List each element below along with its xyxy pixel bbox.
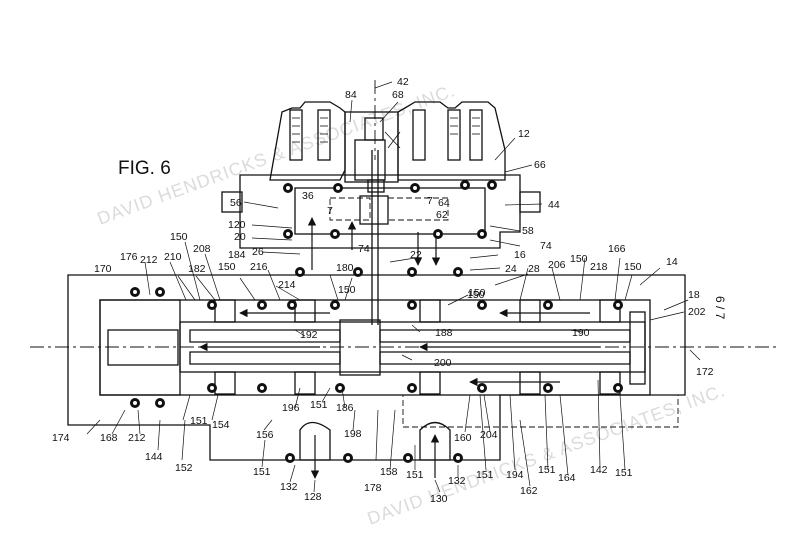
ref-180: 180 (336, 262, 354, 274)
ref-150b: 150 (624, 261, 642, 273)
watermark-upper: DAVID HENDRICKS & ASSOCIATES, INC. (95, 80, 458, 229)
ref-208: 208 (193, 243, 211, 255)
ref-160: 160 (454, 432, 472, 444)
ref-212a: 212 (140, 254, 158, 266)
ref-204: 204 (480, 429, 498, 441)
ref-150c: 150 (170, 231, 188, 243)
ref-184: 184 (228, 249, 246, 261)
ref-130: 130 (430, 493, 448, 505)
ref-132a: 132 (280, 481, 298, 493)
ref-212b: 212 (128, 432, 146, 444)
ref-194: 194 (506, 469, 524, 481)
ref-150f: 150 (467, 289, 485, 301)
ref-162: 162 (520, 485, 538, 497)
ref-68: 68 (392, 89, 404, 101)
ref-64: 64 (438, 197, 450, 209)
ref-150a: 150 (570, 253, 588, 265)
ref-18: 18 (688, 289, 700, 301)
ref-26: 26 (252, 246, 264, 258)
ref-192: 192 (300, 329, 318, 341)
valve-body-middle (221, 150, 541, 325)
ref-214: 214 (278, 279, 296, 291)
ref-176: 176 (120, 251, 138, 263)
pilot-housing (269, 101, 506, 193)
ref-210: 210 (164, 251, 182, 263)
ref-151g: 151 (615, 467, 633, 479)
o-rings-main-bore (130, 287, 623, 463)
reference-numerals: 42 84 68 12 66 44 56 36 7 7 64 62 58 120… (52, 76, 714, 505)
ref-188: 188 (435, 327, 453, 339)
ref-14: 14 (666, 256, 678, 268)
ref-152: 152 (175, 462, 193, 474)
ref-168: 168 (100, 432, 118, 444)
ref-151e: 151 (476, 469, 494, 481)
ref-172: 172 (696, 366, 714, 378)
ref-24: 24 (505, 263, 517, 275)
ref-158: 158 (380, 466, 398, 478)
ref-44: 44 (548, 199, 560, 211)
ref-42: 42 (397, 76, 409, 88)
ref-198: 198 (344, 428, 362, 440)
ref-20: 20 (234, 231, 246, 243)
ref-16: 16 (514, 249, 526, 261)
ref-190: 190 (572, 327, 590, 339)
ref-56: 56 (230, 197, 242, 209)
leader-lines (86, 81, 701, 493)
ref-128: 128 (304, 491, 322, 503)
ref-154: 154 (212, 419, 230, 431)
ref-74b: 74 (540, 240, 552, 252)
ref-151f: 151 (538, 464, 556, 476)
ref-74a: 74 (358, 243, 370, 255)
ref-150e: 150 (338, 284, 356, 296)
watermark-lower: DAVID HENDRICKS & ASSOCIATES, INC. (365, 380, 728, 529)
ref-151b: 151 (190, 415, 208, 427)
ref-144: 144 (145, 451, 163, 463)
ref-151a: 151 (310, 399, 328, 411)
ref-156: 156 (256, 429, 274, 441)
ref-151d: 151 (406, 469, 424, 481)
ref-7a: 7 (327, 205, 333, 217)
ref-200: 200 (434, 357, 452, 369)
ref-166: 166 (608, 243, 626, 255)
ref-132b: 132 (448, 475, 466, 487)
ref-62: 62 (436, 209, 448, 221)
ref-150d: 150 (218, 261, 236, 273)
ref-120: 120 (228, 219, 246, 231)
ref-36: 36 (302, 190, 314, 202)
ref-22: 22 (410, 249, 422, 261)
ref-28: 28 (528, 263, 540, 275)
o-rings-middle (283, 180, 497, 277)
ref-12: 12 (518, 128, 530, 140)
ref-58: 58 (522, 225, 534, 237)
ref-186: 186 (336, 402, 354, 414)
ref-196: 196 (282, 402, 300, 414)
ref-164: 164 (558, 472, 576, 484)
ref-206: 206 (548, 259, 566, 271)
ref-150g: 150 (468, 287, 486, 299)
sheet-number: 6 / 7 (713, 296, 727, 320)
figure-title: FIG. 6 (118, 158, 171, 179)
main-spool-body (67, 274, 686, 479)
ref-218: 218 (590, 261, 608, 273)
ref-66: 66 (534, 159, 546, 171)
ref-174: 174 (52, 432, 70, 444)
ref-170: 170 (94, 263, 112, 275)
ref-7b: 7 (427, 195, 433, 207)
ref-142: 142 (590, 464, 608, 476)
ref-151c: 151 (253, 466, 271, 478)
ref-182: 182 (188, 263, 206, 275)
ref-178: 178 (364, 482, 382, 494)
ref-216: 216 (250, 261, 268, 273)
ref-202: 202 (688, 306, 706, 318)
ref-84: 84 (345, 89, 357, 101)
